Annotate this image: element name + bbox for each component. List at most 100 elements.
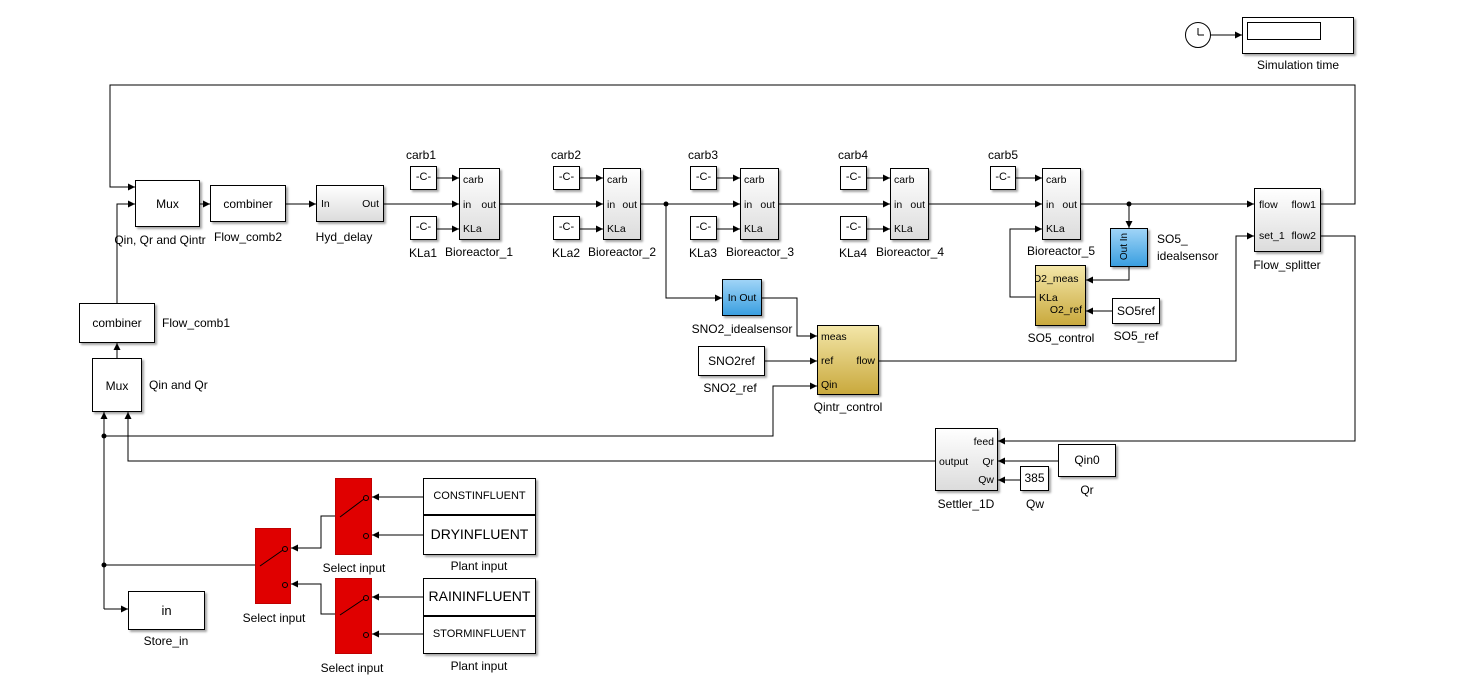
- carb3-const-text: -C-: [695, 171, 712, 183]
- flow-comb1-block[interactable]: combiner: [79, 303, 155, 343]
- qin0-const[interactable]: Qin0: [1058, 444, 1116, 477]
- so5-control-block[interactable]: O2_meas KLa O2_ref: [1035, 265, 1086, 326]
- br1-in-port: in: [463, 199, 472, 211]
- raininfluent-block[interactable]: RAININFLUENT: [423, 578, 536, 616]
- qintr-control-block[interactable]: meas ref Qin flow: [817, 325, 879, 395]
- mux-main-block[interactable]: Mux: [135, 180, 200, 227]
- carb4-label: carb4: [838, 148, 869, 162]
- br5-in-port: in: [1046, 199, 1055, 211]
- so5-ref-block[interactable]: SO5ref: [1112, 298, 1160, 324]
- settler-qr-port: Qr: [982, 456, 994, 468]
- kla4-const-text: -C-: [845, 221, 862, 233]
- carb3-const[interactable]: -C-: [690, 166, 717, 190]
- mux-small-text: Mux: [105, 379, 129, 393]
- br2-kla-port: KLa: [607, 223, 626, 235]
- bioreactor-5-label: Bioreactor_5: [1026, 244, 1096, 258]
- settler-qw-port: Qw: [978, 474, 994, 486]
- bioreactor-5-block[interactable]: carb in out KLa: [1042, 168, 1081, 240]
- kla3-const[interactable]: -C-: [690, 216, 717, 240]
- br5-carb-port: carb: [1046, 174, 1067, 186]
- kla2-const[interactable]: -C-: [553, 216, 580, 240]
- select-input-switch-bottom[interactable]: [335, 578, 372, 654]
- clock-icon[interactable]: [1185, 22, 1211, 48]
- kla4-const[interactable]: -C-: [840, 216, 867, 240]
- store-in-block[interactable]: in: [128, 591, 205, 630]
- switch-bottom-icon: [339, 595, 369, 638]
- sno2-ref-block[interactable]: SNO2ref: [698, 346, 765, 376]
- splitter-flow-port: flow: [1259, 199, 1278, 211]
- kla1-const-text: -C-: [415, 221, 432, 233]
- switch-main-icon: [259, 546, 288, 588]
- settler-1d-block[interactable]: feed output Qr Qw: [935, 428, 998, 491]
- splitter-set-port: set_1: [1259, 230, 1285, 242]
- dryinfluent-block[interactable]: DRYINFLUENT: [423, 515, 536, 555]
- mux-main-label: Qin, Qr and Qintr: [114, 233, 206, 247]
- storminfluent-block[interactable]: STORMINFLUENT: [423, 616, 536, 654]
- br4-out-port: out: [910, 199, 925, 211]
- select-input-switch-main[interactable]: [255, 528, 291, 604]
- select-input-label-bottom: Select input: [320, 661, 384, 675]
- qintr-control-label: Qintr_control: [813, 400, 883, 414]
- select-input-switch-top[interactable]: [335, 478, 372, 555]
- select-input-label-top: Select input: [322, 561, 386, 575]
- kla2-label: KLa2: [552, 246, 581, 260]
- flow-comb2-label: Flow_comb2: [213, 230, 283, 244]
- qintr-meas-port: meas: [821, 331, 847, 343]
- br2-carb-port: carb: [607, 174, 628, 186]
- bioreactor-4-label: Bioreactor_4: [875, 245, 945, 259]
- mux-main-text: Mux: [156, 197, 179, 211]
- carb3-label: carb3: [688, 148, 719, 162]
- flow-comb1-text: combiner: [92, 316, 142, 330]
- hyd-delay-label: Hyd_delay: [315, 230, 373, 244]
- so5-sensor-label-line1: SO5_: [1157, 232, 1188, 246]
- bioreactor-1-block[interactable]: carb in out KLa: [459, 168, 500, 240]
- carb2-const[interactable]: -C-: [553, 166, 580, 190]
- qin0-text: Qin0: [1074, 453, 1100, 467]
- select-input-label-main: Select input: [242, 611, 306, 625]
- sno2-idealsensor-block[interactable]: In Out: [722, 279, 762, 316]
- br1-out-port: out: [481, 199, 496, 211]
- simulation-time-display[interactable]: [1242, 17, 1354, 54]
- so5-idealsensor-block[interactable]: Out In: [1110, 228, 1148, 267]
- settler-feed-port: feed: [973, 436, 994, 448]
- br4-in-port: in: [894, 199, 903, 211]
- carb5-const[interactable]: -C-: [990, 166, 1016, 190]
- carb4-const[interactable]: -C-: [840, 166, 867, 190]
- so5-kla-port: KLa: [1039, 292, 1058, 304]
- kla1-const[interactable]: -C-: [410, 216, 437, 240]
- constinfluent-block[interactable]: CONSTINFLUENT: [423, 478, 536, 515]
- br1-carb-port: carb: [463, 174, 484, 186]
- hyd-delay-in-port: In: [321, 198, 330, 210]
- splitter-flow2-port: flow2: [1291, 230, 1316, 242]
- kla4-label: KLa4: [839, 246, 868, 260]
- store-in-text: in: [161, 603, 172, 618]
- hyd-delay-block[interactable]: In Out: [316, 185, 384, 222]
- so5-sensor-label-line2: idealsensor: [1157, 249, 1219, 263]
- flow-comb2-block[interactable]: combiner: [210, 185, 286, 222]
- carb1-const-text: -C-: [415, 171, 432, 183]
- bioreactor-4-block[interactable]: carb in out KLa: [890, 168, 929, 240]
- mux-qin-qr-block[interactable]: Mux: [92, 358, 142, 412]
- bioreactor-2-block[interactable]: carb in out KLa: [603, 168, 641, 240]
- bioreactor-3-label: Bioreactor_3: [725, 245, 795, 259]
- plant-input-label-1: Plant input: [450, 559, 508, 573]
- flow-splitter-block[interactable]: flow set_1 flow1 flow2: [1254, 188, 1321, 252]
- carb1-label: carb1: [406, 148, 437, 162]
- bioreactor-2-label: Bioreactor_2: [587, 245, 657, 259]
- so5-control-label: SO5_control: [1027, 331, 1095, 345]
- br5-out-port: out: [1062, 199, 1077, 211]
- carb2-label: carb2: [551, 148, 582, 162]
- qintr-flow-port: flow: [856, 355, 875, 367]
- br2-out-port: out: [622, 199, 637, 211]
- bioreactor-3-block[interactable]: carb in out KLa: [740, 168, 779, 240]
- switch-top-icon: [339, 495, 369, 539]
- br1-kla-port: KLa: [463, 223, 482, 235]
- plant-input-label-2: Plant input: [450, 659, 508, 673]
- qw-const[interactable]: 385: [1020, 466, 1049, 491]
- sno2-ref-label: SNO2_ref: [703, 381, 757, 395]
- kla1-label: KLa1: [409, 246, 438, 260]
- kla3-label: KLa3: [689, 246, 718, 260]
- carb1-const[interactable]: -C-: [410, 166, 437, 190]
